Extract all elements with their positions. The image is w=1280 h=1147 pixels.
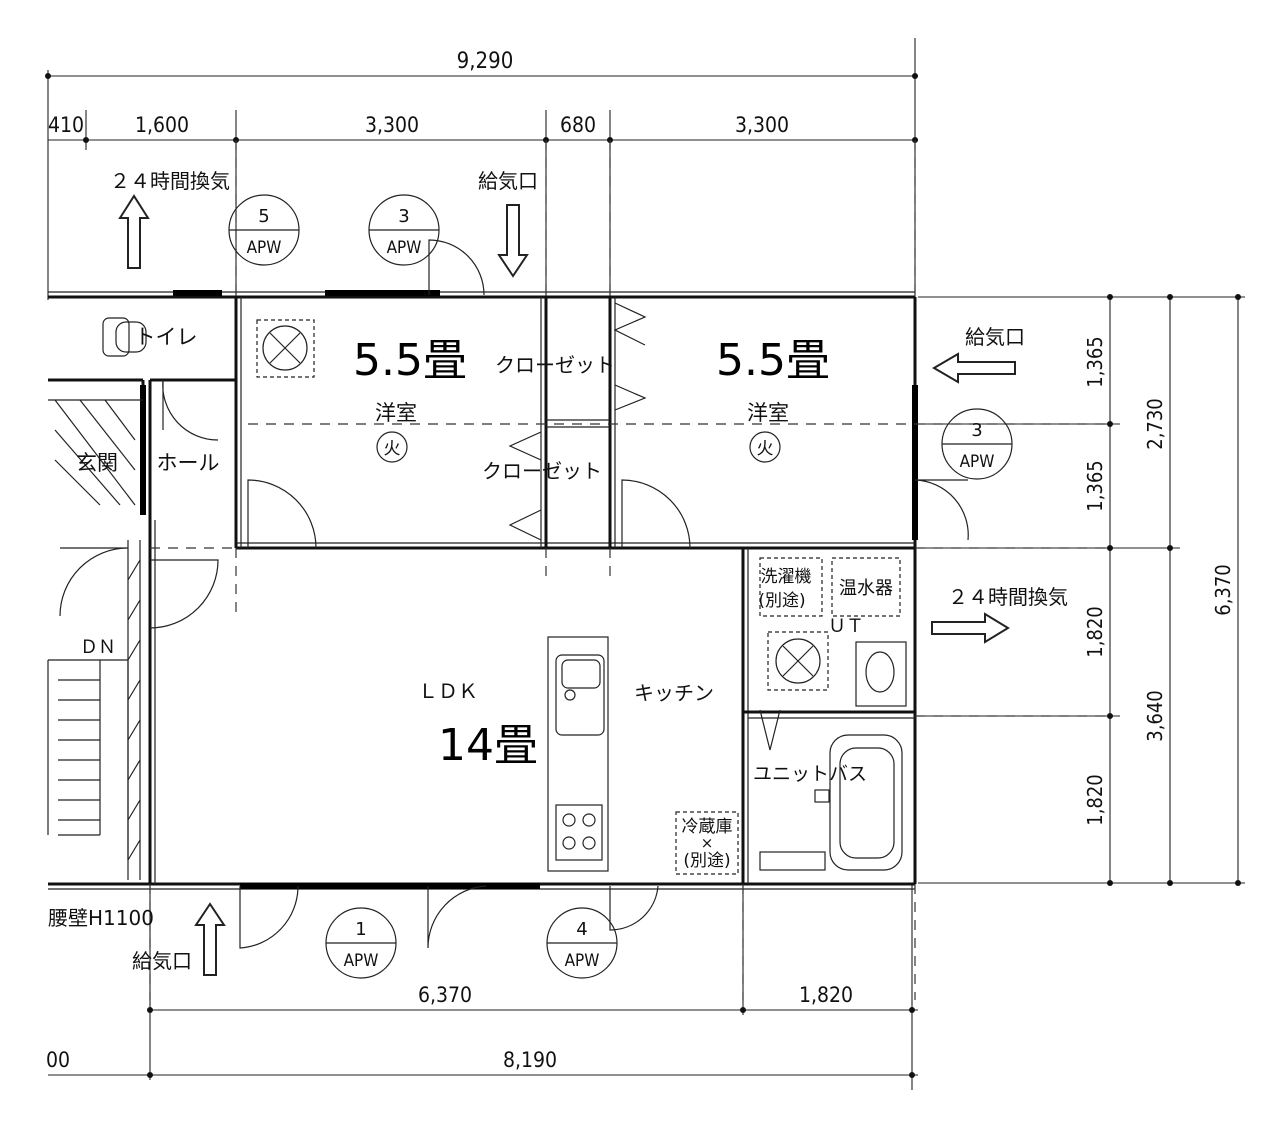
svg-text:APW: APW xyxy=(247,238,282,258)
toilet-fixture xyxy=(102,317,147,357)
svg-text:3: 3 xyxy=(398,206,409,227)
window-marker: 3 APW xyxy=(941,408,1013,480)
stairs-dn-label: ＤＮ xyxy=(80,637,116,658)
arrow-left-icon xyxy=(932,352,1016,384)
dim-top-4: 680 xyxy=(560,113,596,137)
ceiling-fans xyxy=(256,319,829,691)
dim-top-5: 3,300 xyxy=(735,113,789,137)
fire-alarm-icon: 火 xyxy=(384,439,401,459)
dim-right-2: 1,365 xyxy=(1083,460,1107,512)
dim-bottom-total: 8,190 xyxy=(503,1048,557,1072)
unit-bath-label: ユニットバス xyxy=(753,763,867,785)
arrow-down-icon xyxy=(497,204,529,278)
room1-size: 5.5畳 xyxy=(353,335,467,386)
vent-labels: ２４時間換気 給気口 給気口 ２４時間換気 給気口 xyxy=(110,169,1068,973)
room1-name: 洋室 xyxy=(375,401,417,425)
utility-fixtures xyxy=(675,557,907,875)
svg-text:APW: APW xyxy=(344,951,379,971)
svg-text:3: 3 xyxy=(971,420,982,441)
dim-bottom-1: 6,370 xyxy=(418,983,472,1007)
grid-dashes xyxy=(149,140,1110,1000)
fire-alarm-icon: 火 xyxy=(757,439,774,459)
window-marker: 3 APW xyxy=(368,194,440,266)
washer-label: 洗濯機 xyxy=(761,567,812,587)
window-marker: 5 APW xyxy=(228,194,300,266)
vent-arrows xyxy=(118,194,1016,976)
dim-right-mid-2: 3,640 xyxy=(1143,690,1167,742)
dimension-lines xyxy=(45,38,1245,1090)
fridge-label: 冷蔵庫 xyxy=(682,817,733,837)
room2-size: 5.5畳 xyxy=(716,335,830,386)
dim-right-1: 1,365 xyxy=(1083,336,1107,388)
svg-text:4: 4 xyxy=(576,919,587,940)
svg-text:5: 5 xyxy=(258,206,269,227)
dim-bottom-left: 00 xyxy=(46,1048,70,1072)
washer-note: (別途) xyxy=(758,591,805,611)
dim-bottom-2: 1,820 xyxy=(799,983,853,1007)
dim-top-2: 1,600 xyxy=(135,113,189,137)
svg-text:1: 1 xyxy=(355,919,366,940)
dim-right-total: 6,370 xyxy=(1211,564,1235,616)
room2-name: 洋室 xyxy=(747,401,789,425)
vent-24h-label: ２４時間換気 xyxy=(948,585,1068,609)
dim-right-4: 1,820 xyxy=(1083,774,1107,826)
window-marker: 1 APW xyxy=(325,907,397,979)
water-heater-label: 温水器 xyxy=(839,578,893,599)
air-intake-label: 給気口 xyxy=(132,949,192,973)
window-markers: 5 APW 3 APW 3 APW 1 APW 4 APW xyxy=(228,194,1013,979)
arrow-up-icon xyxy=(194,902,226,976)
hall-label: ホール xyxy=(157,451,220,475)
closet-label-1: クローゼット xyxy=(495,353,615,377)
dimension-texts: 9,290 410 1,600 3,300 680 3,300 1,365 1,… xyxy=(46,49,1235,1072)
window-marker: 4 APW xyxy=(546,907,618,979)
vent-24h-label: ２４時間換気 xyxy=(110,169,230,193)
kitchen-label: キッチン xyxy=(634,681,714,705)
room-labels: 5.5畳 5.5畳 洋室 洋室 クローゼット クローゼット ＬＤＫ 14畳 キッ… xyxy=(48,325,893,930)
ldk-name: ＬＤＫ xyxy=(418,679,478,703)
svg-text:APW: APW xyxy=(387,238,422,258)
svg-text:APW: APW xyxy=(960,452,995,472)
walls xyxy=(48,290,918,890)
ut-label: ＵＴ xyxy=(828,616,864,637)
fire-alarm-marks: 火 火 xyxy=(376,431,781,463)
dim-top-3: 3,300 xyxy=(365,113,419,137)
entrance-label: 玄関 xyxy=(76,451,118,475)
parapet-label: 腰壁H1100 xyxy=(48,906,154,930)
air-intake-label: 給気口 xyxy=(478,169,538,193)
ldk-size: 14畳 xyxy=(438,720,538,771)
arrow-right-icon xyxy=(931,612,1010,644)
dim-right-mid-1: 2,730 xyxy=(1143,398,1167,450)
toilet-label: トイレ xyxy=(135,325,198,349)
doors xyxy=(59,239,969,949)
dim-total-top: 9,290 xyxy=(457,49,514,74)
fridge-x: × xyxy=(701,834,714,852)
air-intake-label: 給気口 xyxy=(965,325,1025,349)
dim-top-1: 410 xyxy=(48,113,84,137)
closet-folding-doors xyxy=(508,302,647,541)
kitchen-counter xyxy=(547,636,609,872)
fridge-note: (別途) xyxy=(683,851,730,871)
staircase xyxy=(47,399,143,880)
svg-text:APW: APW xyxy=(565,951,600,971)
arrow-up-icon xyxy=(118,194,150,269)
dim-right-3: 1,820 xyxy=(1083,606,1107,658)
closet-label-2: クローゼット xyxy=(482,459,602,483)
